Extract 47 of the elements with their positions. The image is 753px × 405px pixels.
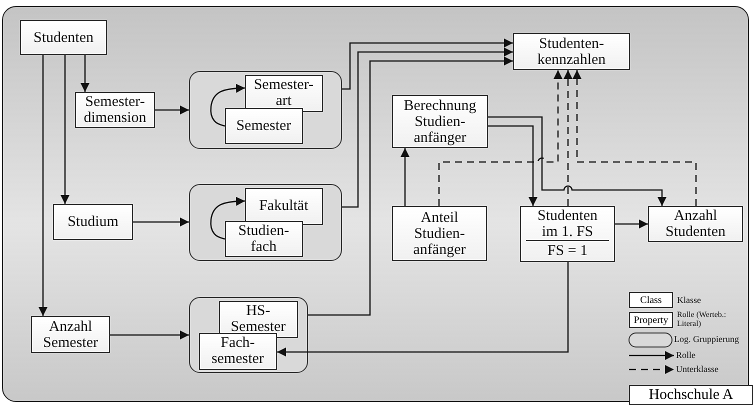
class-box: Anzahl Studenten <box>648 206 743 242</box>
arrow <box>210 196 246 240</box>
arrow <box>572 70 697 206</box>
arrow <box>488 125 538 206</box>
property-restriction: FS = 1 <box>526 240 609 261</box>
arrow <box>80 55 90 92</box>
class-box: Studium <box>53 204 133 240</box>
legend-sample-box: Property <box>629 312 673 328</box>
arrow <box>110 330 189 340</box>
class-box: Fakultät <box>244 188 323 225</box>
arrow <box>488 116 666 206</box>
legend-text: Rolle <box>676 351 696 360</box>
legend-text: Unterklasse <box>676 365 720 374</box>
arrow <box>133 218 189 226</box>
arrow <box>564 70 572 206</box>
arrow <box>277 262 569 356</box>
class-box: Anzahl Semester <box>31 316 110 353</box>
legend-sample-box: Class <box>629 292 673 308</box>
class-box: Semester- dimension <box>75 92 155 128</box>
legend-text: Rolle (Werteb.: Literal) <box>677 310 728 328</box>
arrow <box>438 70 562 206</box>
group-box <box>189 71 342 149</box>
arrow <box>308 56 513 316</box>
arrow <box>342 38 513 90</box>
arrow <box>210 84 246 127</box>
class-box: HS- Semester <box>218 300 298 338</box>
class-box: Semester- art <box>244 74 323 112</box>
legend-text: Log. Gruppierung <box>674 335 740 344</box>
arrow <box>60 55 70 204</box>
class-box: Fach- semester <box>198 332 277 370</box>
class-box: Studenten <box>20 20 107 55</box>
arrow <box>615 220 648 228</box>
group-box <box>189 297 308 373</box>
arrow <box>342 48 513 208</box>
class-name: Studenten im 1. FS <box>536 207 598 240</box>
arrow <box>400 148 410 206</box>
class-box: Anteil Studien- anfänger <box>392 206 487 261</box>
title-box: Hochschule A <box>629 385 753 405</box>
group-box <box>189 184 342 261</box>
class-box: Semester <box>224 108 303 144</box>
arrow <box>155 106 189 114</box>
class-box: Studenten- kennzahlen <box>513 33 630 70</box>
class-box <box>520 206 615 262</box>
class-box: Berechnung Studien- anfänger <box>392 95 488 148</box>
class-box: Studien- fach <box>224 220 303 257</box>
arrow <box>38 55 48 316</box>
legend-text: Klasse <box>677 296 702 305</box>
